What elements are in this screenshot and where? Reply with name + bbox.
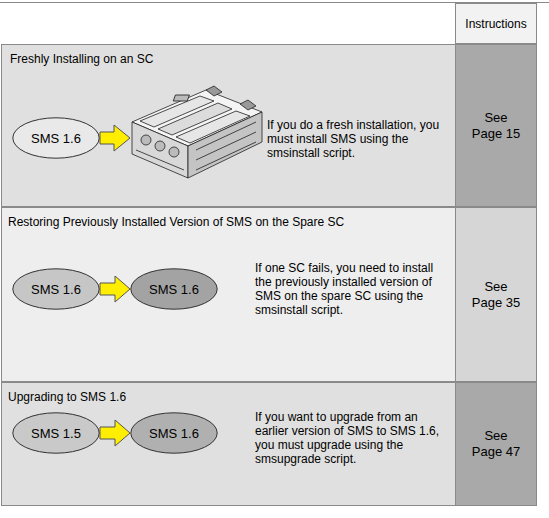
page-reference: See Page 35	[470, 279, 522, 311]
top-rule	[0, 2, 549, 3]
version-ellipse: SMS 1.5	[12, 412, 100, 454]
ellipse-shape	[131, 269, 217, 309]
task-row: Freshly Installing on an SC If you do a f…	[1, 44, 455, 207]
version-ellipse: SMS 1.6	[130, 412, 218, 454]
row-description: If you do a fresh installation, you must…	[267, 118, 453, 160]
task-row: Upgrading to SMS 1.6 If you want to upgra…	[1, 382, 455, 506]
block-arrow	[100, 125, 130, 151]
instruction-cell: See Page 35	[455, 207, 537, 382]
row-description: If one SC fails, you need to install the…	[255, 261, 451, 317]
version-label: SMS 1.6	[31, 131, 81, 146]
row-title: Freshly Installing on an SC	[10, 52, 153, 66]
task-row: Restoring Previously Installed Version o…	[1, 207, 455, 382]
version-ellipse: SMS 1.6	[12, 268, 100, 310]
block-arrow	[100, 276, 130, 302]
row-description: If you want to upgrade from an earlier v…	[255, 410, 451, 466]
row-band-ground	[2, 45, 456, 207]
row-band-ground	[2, 383, 456, 506]
version-label: SMS 1.6	[31, 282, 81, 297]
ellipse-shape	[131, 413, 217, 453]
block-arrow	[100, 420, 130, 446]
ellipse-shape	[13, 269, 99, 309]
column-heading: Instructions	[465, 17, 526, 31]
row-title: Upgrading to SMS 1.6	[8, 390, 126, 404]
instruction-cell: See Page 15	[455, 44, 537, 207]
ellipse-shape	[13, 118, 99, 158]
row-title: Restoring Previously Installed Version o…	[8, 215, 344, 229]
row-band-ground	[2, 208, 456, 382]
header-cell: Instructions	[455, 3, 537, 44]
version-ellipse: SMS 1.6	[130, 268, 218, 310]
version-ellipse: SMS 1.6	[12, 117, 100, 159]
version-label: SMS 1.6	[149, 282, 199, 297]
page-reference: See Page 15	[470, 110, 522, 142]
version-label: SMS 1.5	[31, 426, 81, 441]
instruction-cell: See Page 47	[455, 382, 537, 506]
server-illustration	[132, 86, 262, 178]
ellipse-shape	[13, 413, 99, 453]
header-cell-ground	[456, 4, 537, 44]
version-label: SMS 1.6	[149, 426, 199, 441]
page-reference: See Page 47	[470, 428, 522, 460]
